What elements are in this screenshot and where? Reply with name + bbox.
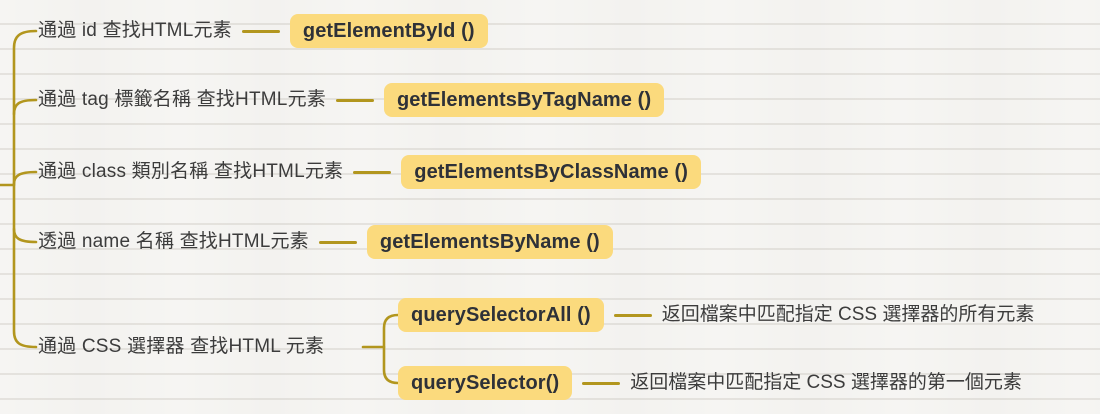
branch-connector <box>613 313 652 317</box>
branch-connector <box>335 98 374 102</box>
topic-label-id[interactable]: 通過 id 查找HTML元素 <box>38 20 232 41</box>
description-queryselectorall[interactable]: 返回檔案中匹配指定 CSS 選擇器的所有元素 <box>661 304 1035 325</box>
topic-label-tag[interactable]: 通過 tag 標籤名稱 查找HTML元素 <box>38 89 326 110</box>
branch-connector <box>582 381 621 385</box>
method-node-getelementsbyname[interactable]: getElementsByName () <box>366 225 613 259</box>
branch-connector <box>318 240 357 244</box>
branch-row-name: 透過 name 名稱 查找HTML元素 getElementsByName () <box>38 225 613 259</box>
trunk-line <box>12 29 38 349</box>
method-node-queryselector[interactable]: querySelector() <box>398 366 573 400</box>
method-node-getelementsbytagname[interactable]: getElementsByTagName () <box>383 83 665 117</box>
branch-curve-3 <box>12 170 38 186</box>
branch-row-tag: 通過 tag 標籤名稱 查找HTML元素 getElementsByTagNam… <box>38 83 665 117</box>
branch-curve-4 <box>12 227 38 244</box>
topic-label-class[interactable]: 通過 class 類別名稱 查找HTML元素 <box>38 161 344 182</box>
method-node-getelementsbyclassname[interactable]: getElementsByClassName () <box>401 155 701 189</box>
topic-label-name[interactable]: 透過 name 名稱 查找HTML元素 <box>38 231 309 252</box>
subbranch-row-queryselectorall: querySelectorAll () 返回檔案中匹配指定 CSS 選擇器的所有… <box>398 298 1034 332</box>
branch-connector <box>353 170 392 174</box>
subbranch-row-queryselector: querySelector() 返回檔案中匹配指定 CSS 選擇器的第一個元素 <box>398 366 1022 400</box>
branch-curve-2 <box>12 98 38 116</box>
branch-connector <box>241 29 280 33</box>
method-node-queryselectorall[interactable]: querySelectorAll () <box>398 298 604 332</box>
description-queryselector[interactable]: 返回檔案中匹配指定 CSS 選擇器的第一個元素 <box>630 372 1022 393</box>
topic-label-css-selector[interactable]: 通過 CSS 選擇器 查找HTML 元素 <box>38 336 325 357</box>
branch-row-class: 通過 class 類別名稱 查找HTML元素 getElementsByClas… <box>38 155 701 189</box>
fork-bracket <box>382 313 400 385</box>
branch-row-css-selector: 通過 CSS 選擇器 查找HTML 元素 <box>38 330 324 364</box>
method-node-getelementbyid[interactable]: getElementById () <box>289 14 488 48</box>
branch-row-id: 通過 id 查找HTML元素 getElementById () <box>38 14 488 48</box>
